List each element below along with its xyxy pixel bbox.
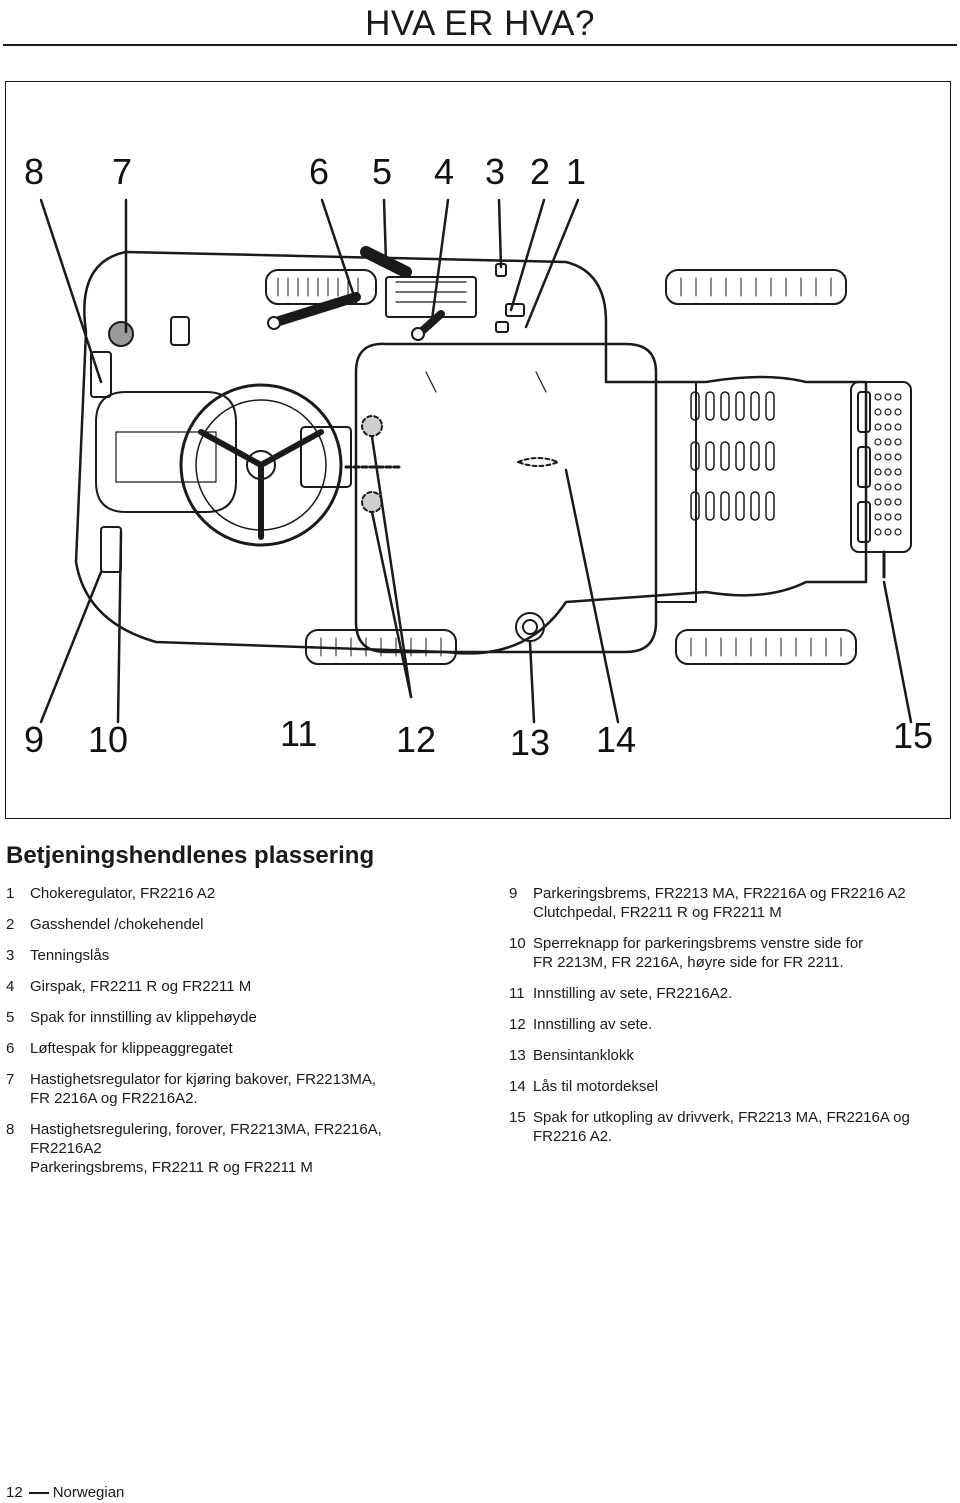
callout-1: 1 xyxy=(566,151,587,192)
callout-3: 3 xyxy=(485,151,506,192)
item-text: Innstilling av sete, FR2216A2. xyxy=(533,985,733,1002)
controls-list-left: 1 Chokeregulator, FR2216 A2 2 Gasshendel /c… xyxy=(6,884,446,1189)
item-text: Hastighetsregulering, forover, FR2213MA,… xyxy=(30,1121,382,1138)
list-item: 13 Bensintanklokk xyxy=(509,1046,954,1065)
item-text: Bensintanklokk xyxy=(533,1047,634,1064)
item-text: Girspak, FR2211 R og FR2211 M xyxy=(30,978,252,995)
callout-14: 14 xyxy=(596,719,637,760)
item-text: Parkeringsbrems, FR2211 R og FR2211 M xyxy=(30,1159,313,1176)
list-item: 15 Spak for utkopling av drivverk, FR2213… xyxy=(509,1108,954,1146)
item-number: 3 xyxy=(6,947,15,964)
list-item: 14 Lås til motordeksel xyxy=(509,1077,954,1096)
section-heading: Betjeningshendlenes plassering xyxy=(6,842,375,869)
list-item: 4 Girspak, FR2211 R og FR2211 M xyxy=(6,977,446,996)
list-item: 11 Innstilling av sete, FR2216A2. xyxy=(509,984,954,1003)
chassis-outline xyxy=(74,250,868,655)
item-text: Løftespak for klippeaggregatet xyxy=(30,1040,233,1057)
list-item: 8 Hastighetsregulering, forover, FR2213MA… xyxy=(6,1120,446,1177)
right-pedal xyxy=(100,526,122,573)
item-text: Chokeregulator, FR2216 A2 xyxy=(30,885,216,902)
footer-dash xyxy=(28,1492,49,1494)
page-number: 12 xyxy=(6,1484,23,1501)
control-levers xyxy=(267,246,525,341)
item-number: 2 xyxy=(6,916,15,933)
item-text: Clutchpedal, FR2211 R og FR2211 M xyxy=(533,904,782,921)
seat-adjust-front xyxy=(361,415,383,437)
item-number: 4 xyxy=(6,978,15,995)
item-text: Parkeringsbrems, FR2213 MA, FR2216A og F… xyxy=(533,885,906,902)
item-text: Spak for utkopling av drivverk, FR2213 M… xyxy=(533,1109,910,1126)
list-item: 10 Sperreknapp for parkeringsbrems venstr… xyxy=(509,934,954,972)
list-item: 1 Chokeregulator, FR2216 A2 xyxy=(6,884,446,903)
front-left-wheel xyxy=(665,269,847,305)
callout-leaders xyxy=(39,198,913,724)
controls-list-right: 9 Parkeringsbrems, FR2213 MA, FR2216A og … xyxy=(509,884,954,1158)
callout-12: 12 xyxy=(396,719,437,760)
item-text: FR 2213M, FR 2216A, høyre side for FR 22… xyxy=(533,954,844,971)
dashboard xyxy=(300,426,352,488)
seat-adjust-rear xyxy=(361,491,383,513)
page-title: HVA ER HVA? xyxy=(365,4,595,43)
callout-7: 7 xyxy=(112,151,133,192)
item-text: FR 2216A og FR2216A2. xyxy=(30,1090,198,1107)
callout-9: 9 xyxy=(24,719,45,760)
speed-control-knob xyxy=(108,321,134,347)
item-number: 15 xyxy=(509,1109,526,1126)
item-text: Tenningslås xyxy=(30,947,110,964)
list-item: 7 Hastighetsregulator for kjøring bakover… xyxy=(6,1070,446,1108)
mower-top-view-illustration xyxy=(39,198,913,724)
callout-15: 15 xyxy=(893,715,934,756)
item-number: 7 xyxy=(6,1071,15,1088)
item-number: 1 xyxy=(6,885,15,902)
item-number: 14 xyxy=(509,1078,526,1095)
item-number: 6 xyxy=(6,1040,15,1057)
item-text: Gasshendel /chokehendel xyxy=(30,916,204,933)
footer-language: Norwegian xyxy=(52,1484,125,1501)
item-text: Sperreknapp for parkeringsbrems venstre … xyxy=(533,935,864,952)
callout-5: 5 xyxy=(372,151,393,192)
steering-wheel xyxy=(179,383,343,547)
item-text: Lås til motordeksel xyxy=(533,1078,659,1095)
front-grille xyxy=(850,381,912,553)
item-text: Hastighetsregulator for kjøring bakover,… xyxy=(30,1071,376,1088)
engine-hood xyxy=(354,342,775,654)
item-number: 10 xyxy=(509,935,526,952)
list-item: 12 Innstilling av sete. xyxy=(509,1015,954,1034)
item-number: 11 xyxy=(509,985,525,1002)
item-number: 9 xyxy=(509,885,518,902)
seat xyxy=(95,391,237,513)
item-text: FR2216A2 xyxy=(30,1140,102,1157)
park-lever xyxy=(170,316,190,346)
item-text: FR2216 A2. xyxy=(533,1128,613,1145)
item-number: 8 xyxy=(6,1121,15,1138)
list-item: 3 Tenningslås xyxy=(6,946,446,965)
list-item: 5 Spak for innstilling av klippehøyde xyxy=(6,1008,446,1027)
callout-8: 8 xyxy=(24,151,45,192)
list-item: 6 Løftespak for klippeaggregatet xyxy=(6,1039,446,1058)
list-item: 9 Parkeringsbrems, FR2213 MA, FR2216A og … xyxy=(509,884,954,922)
item-number: 13 xyxy=(509,1047,526,1064)
item-text: Innstilling av sete. xyxy=(533,1016,653,1033)
left-pedal xyxy=(90,351,112,398)
callout-4: 4 xyxy=(434,151,455,192)
page-footer: 12 Norwegian xyxy=(6,1484,124,1501)
item-number: 12 xyxy=(509,1016,526,1033)
callout-10: 10 xyxy=(88,719,129,760)
item-number: 5 xyxy=(6,1009,15,1026)
list-item: 2 Gasshendel /chokehendel xyxy=(6,915,446,934)
mower-diagram-figure: 8 7 6 5 4 3 2 1 9 10 11 12 13 14 15 xyxy=(5,81,951,819)
callout-11: 11 xyxy=(280,713,318,754)
title-rule xyxy=(3,44,957,46)
front-right-wheel xyxy=(675,629,857,665)
callout-6: 6 xyxy=(309,151,330,192)
item-text: Spak for innstilling av klippehøyde xyxy=(30,1009,257,1026)
callout-13: 13 xyxy=(510,722,551,763)
callout-2: 2 xyxy=(530,151,551,192)
